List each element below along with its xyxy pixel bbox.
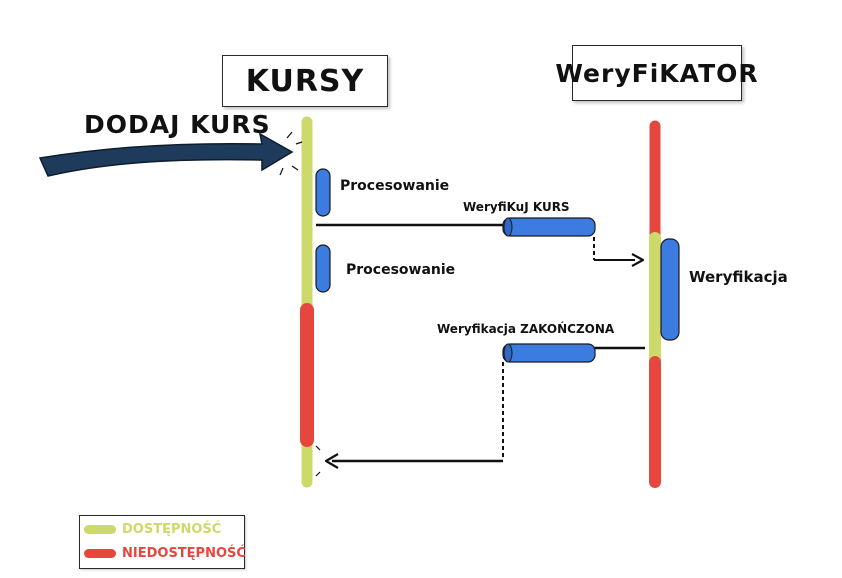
weryfikacja-label: Weryfikacja <box>689 268 788 286</box>
kursy-participant-box: KURSY <box>222 55 388 107</box>
legend-swatch-unavailable <box>84 548 116 558</box>
weryfikacja-zakonczona-label: Weryfikacja ZAKOŃCZONA <box>437 322 615 336</box>
procesowanie-label-2: Procesowanie <box>346 262 456 278</box>
legend-item-available: DOSTĘPNOŚĆ <box>84 518 221 540</box>
procesowanie-activation-2 <box>315 244 331 293</box>
weryfikacja-activation <box>660 238 680 341</box>
weryfikacja-zakonczona-tube <box>502 343 596 363</box>
arrow-sparkle-icon <box>279 131 303 176</box>
weryfikacja-zakonczona-tube-cap <box>503 343 513 363</box>
arrow-head-icon <box>324 453 339 469</box>
weryfikuj-kurs-label: WeryfiKuJ KURS <box>463 200 570 214</box>
weryfikuj-kurs-tube <box>502 217 596 237</box>
legend-label-unavailable: NIEDOSTĘPNOŚĆ <box>122 545 246 561</box>
legend: DOSTĘPNOŚĆ NIEDOSTĘPNOŚĆ <box>79 515 246 569</box>
kursy-participant-label: KURSY <box>245 63 365 99</box>
arrow-sparkle-icon <box>315 445 321 477</box>
legend-label-available: DOSTĘPNOŚĆ <box>122 521 222 537</box>
weryfikator-participant-box: WeryFiKATOR <box>555 45 758 101</box>
legend-item-unavailable: NIEDOSTĘPNOŚĆ <box>84 542 246 564</box>
weryfikator-participant-label: WeryFiKATOR <box>555 58 759 88</box>
arrow-head-icon <box>631 253 645 267</box>
legend-swatch-available <box>84 524 116 534</box>
weryfikuj-kurs-tube-cap <box>503 217 513 237</box>
dodaj-kurs-label: DODAJ KURS <box>84 110 271 139</box>
thick-arrow-right-icon <box>38 132 294 177</box>
procesowanie-activation-1 <box>315 168 331 217</box>
procesowanie-label-1: Procesowanie <box>340 178 450 194</box>
